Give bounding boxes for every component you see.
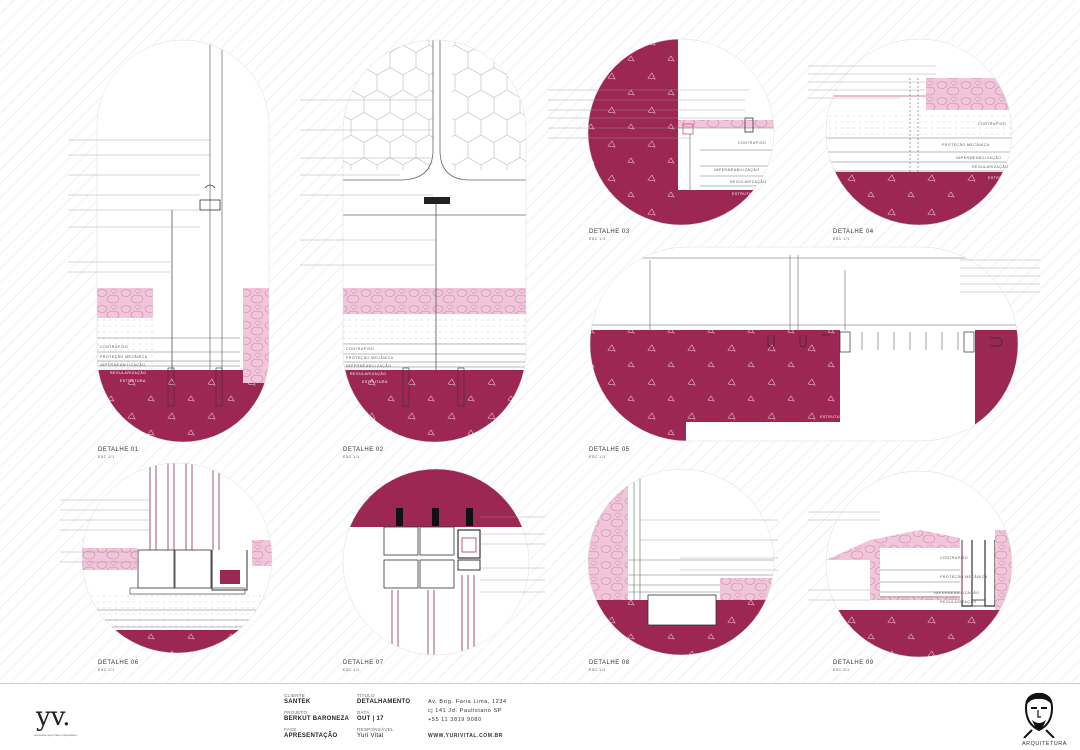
layer-label-impermeabilizacao: IMPERMEABILIZAÇÃO xyxy=(346,364,392,368)
layer-label-impermeabilizacao: IMPERMEABILIZAÇÃO xyxy=(714,168,760,172)
detail-scale: ESC 1/1 xyxy=(589,455,606,459)
detail-01-drawing xyxy=(68,39,270,443)
detail-06-drawing xyxy=(60,462,273,654)
detail-scale: ESC 1/1 xyxy=(343,455,360,459)
detail-scale: ESC 1/1 xyxy=(833,237,850,241)
layer-label-regularizacao: REGULARIZAÇÃO xyxy=(350,372,387,376)
layer-label-protecao: PROTEÇÃO MECÂNICA xyxy=(100,355,148,359)
layer-label-regularizacao: REGULARIZAÇÃO xyxy=(110,371,147,375)
title-value: DETALHAMENTO xyxy=(357,699,411,705)
detail-caption: DETALHE 07 xyxy=(343,660,384,666)
project-value: BERKUT BARONEZA xyxy=(284,716,350,722)
address-line-1: Av. Brig. Faria Lima, 1234 xyxy=(428,699,507,705)
architect-portrait-icon xyxy=(1023,692,1055,738)
detail-caption: DETALHE 05 xyxy=(589,447,630,453)
layer-label-impermeabilizacao: IMPERMEABILIZAÇÃO xyxy=(100,363,146,367)
client-key: CLIENTE xyxy=(284,693,306,698)
layer-label-estrutura: ESTRUTURA xyxy=(120,379,146,383)
layer-label-protecao: PROTEÇÃO MECÂNICA xyxy=(942,143,990,147)
layer-label-estrutura: ESTRUTURA xyxy=(732,192,758,196)
layer-label-contrapiso: CONTRAPISO xyxy=(100,345,129,349)
layer-label-contrapiso: CONTRAPISO xyxy=(738,141,767,145)
detail-caption: DETALHE 04 xyxy=(833,229,874,235)
title-key: TÍTULO xyxy=(357,693,375,698)
layer-label-impermeabilizacao: IMPERMEABILIZAÇÃO xyxy=(956,156,1002,160)
layer-label-estrutura: ESTRUTURA xyxy=(362,380,388,384)
phase-key: FASE xyxy=(284,727,297,732)
detail-caption: DETALHE 06 xyxy=(98,660,139,666)
title-block: CLIENTE SANTEK PROJETO BERKUT BARONEZA F… xyxy=(0,683,1080,750)
project-key: PROJETO xyxy=(284,710,308,715)
detail-03-drawing xyxy=(548,38,775,226)
layer-label-contrapiso: CONTRAPISO xyxy=(940,556,969,560)
website-link[interactable]: WWW.YURIVITAL.COM.BR xyxy=(428,733,503,739)
date-key: DATA xyxy=(357,710,370,715)
date-value: OUT | 17 xyxy=(357,716,384,722)
responsible-key: RESPONSÁVEL xyxy=(357,727,394,732)
responsible-value: Yuri Vital xyxy=(357,733,384,739)
layer-label-regularizacao: REGULARIZAÇÃO xyxy=(972,165,1009,169)
detail-scale: ESC 1/1 xyxy=(343,668,360,672)
layer-label-estrutura: ESTRUTURA xyxy=(988,176,1014,180)
detail-07-drawing xyxy=(342,468,545,656)
logo-tagline: conceitos que criam impressões xyxy=(34,733,77,737)
phone-number: +55 11 3819 9080 xyxy=(428,717,482,723)
detail-09-drawing xyxy=(808,470,1013,658)
detail-scale: ESC 1/1 xyxy=(833,668,850,672)
detail-scale: ESC 1/1 xyxy=(589,237,606,241)
layer-label-contrapiso: CONTRAPISO xyxy=(978,122,1007,126)
layer-label-estrutura: ESTRUTURA xyxy=(820,415,846,419)
yv-logo: yv. xyxy=(36,702,71,732)
detail-05-drawing xyxy=(589,246,1040,442)
detail-caption: DETALHE 03 xyxy=(589,229,630,235)
layer-label-contrapiso: CONTRAPISO xyxy=(346,347,375,351)
detail-caption: DETALHE 01 xyxy=(98,447,139,453)
address-line-2: cj 141 Jd. Paulistano SP xyxy=(428,708,503,714)
detail-scale: ESC 1/1 xyxy=(98,455,115,459)
brand-label: ARQUITETURA xyxy=(1022,741,1067,747)
detail-caption: DETALHE 02 xyxy=(343,447,384,453)
layer-label-protecao: PROTEÇÃO MECÂNICA xyxy=(940,575,988,579)
layer-label-protecao: PROTEÇÃO MECÂNICA xyxy=(346,356,394,360)
layer-label-regularizacao: REGULARIZAÇÃO xyxy=(730,180,767,184)
layer-label-impermeabilizacao: IMPERMEABILIZAÇÃO xyxy=(934,591,980,595)
detail-scale: ESC 1/1 xyxy=(589,668,606,672)
detail-caption: DETALHE 09 xyxy=(833,660,874,666)
detail-caption: DETALHE 08 xyxy=(589,660,630,666)
layer-label-regularizacao: REGULARIZAÇÃO xyxy=(940,600,977,604)
client-value: SANTEK xyxy=(284,699,311,705)
detail-scale: ESC 1/1 xyxy=(98,668,115,672)
phase-value: APRESENTAÇÃO xyxy=(284,733,338,739)
